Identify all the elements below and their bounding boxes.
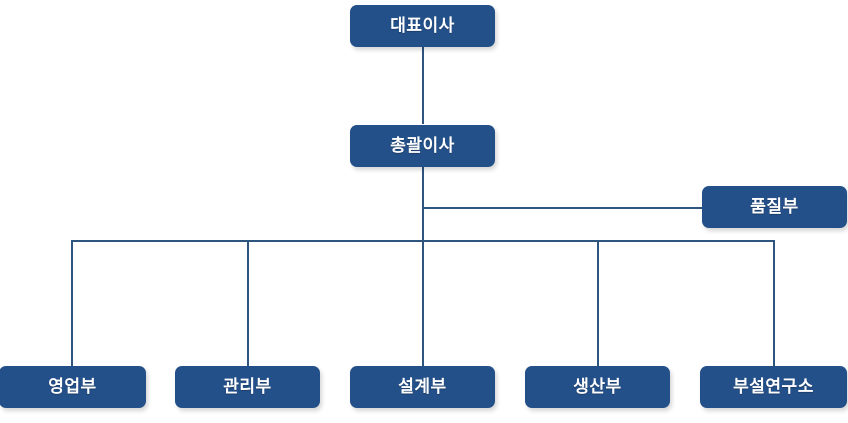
- connector-drop-sales-dept: [71, 240, 73, 366]
- node-research-institute-label: 부설연구소: [733, 376, 814, 397]
- node-design-dept-label: 설계부: [398, 376, 447, 397]
- connector-general-director-trunk: [422, 167, 424, 242]
- node-quality-dept[interactable]: 품질부: [702, 186, 847, 228]
- connector-drop-research-institute: [773, 240, 775, 366]
- node-management-dept[interactable]: 관리부: [175, 366, 320, 408]
- connector-branch-to-quality-dept: [422, 207, 706, 209]
- node-quality-dept-label: 품질부: [750, 196, 799, 217]
- node-sales-dept-label: 영업부: [48, 376, 97, 397]
- node-research-institute[interactable]: 부설연구소: [700, 366, 847, 408]
- connector-drop-design-dept: [422, 240, 424, 366]
- node-general-director[interactable]: 총괄이사: [350, 125, 495, 167]
- node-general-director-label: 총괄이사: [390, 135, 455, 156]
- node-ceo[interactable]: 대표이사: [350, 5, 495, 47]
- connector-drop-production-dept: [597, 240, 599, 366]
- node-sales-dept[interactable]: 영업부: [0, 366, 146, 408]
- connector-ceo-to-general-director: [422, 47, 424, 124]
- connector-drop-management-dept: [247, 240, 249, 366]
- node-production-dept[interactable]: 생산부: [525, 366, 670, 408]
- node-management-dept-label: 관리부: [223, 376, 272, 397]
- node-production-dept-label: 생산부: [573, 376, 622, 397]
- node-design-dept[interactable]: 설계부: [350, 366, 495, 408]
- node-ceo-label: 대표이사: [390, 15, 455, 36]
